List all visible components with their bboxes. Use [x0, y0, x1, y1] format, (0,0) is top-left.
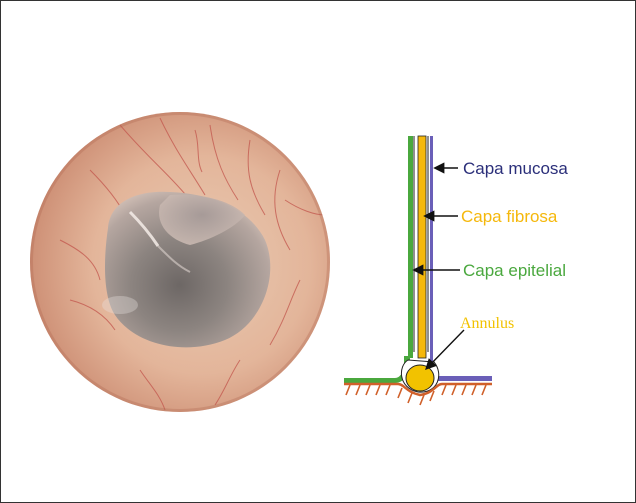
label-capa-fibrosa: Capa fibrosa — [461, 208, 557, 225]
mucosa-layer — [430, 136, 433, 364]
annulus-shape — [406, 365, 434, 391]
label-capa-mucosa: Capa mucosa — [463, 160, 568, 177]
label-capa-epitelial: Capa epitelial — [463, 262, 566, 279]
fibrosa-layer — [418, 136, 426, 358]
label-annulus: Annulus — [460, 316, 514, 332]
epitelial-layer — [408, 136, 413, 358]
